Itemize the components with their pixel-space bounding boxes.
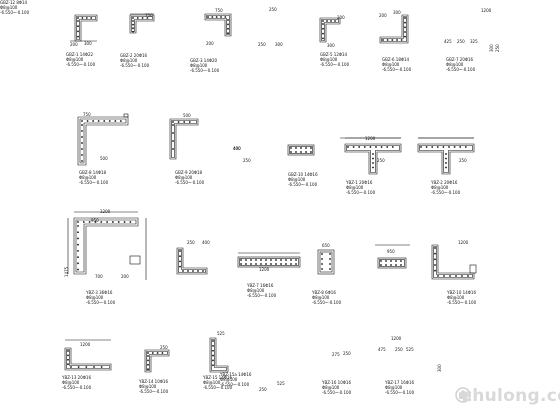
gbz7-vertical-dimension: 250 (495, 44, 500, 52)
ybz17-vertical-dimension: 300 (437, 364, 442, 372)
gbz1-label: GBZ-1 14Φ22 Φ8@100 -6.550~-0.100 (66, 52, 96, 67)
ybz5-section (176, 247, 208, 275)
gbz10-dimension: 400 (233, 146, 241, 151)
ybz15a-dimension: 525 (277, 381, 285, 386)
ybz14-dimension: 250 (160, 345, 168, 350)
gbz4-dimension: 300 (275, 42, 283, 47)
ybz14-section (144, 349, 170, 373)
ybz10-label: YBZ-10 14Φ16 Φ8@100 -6.550~-0.100 (447, 290, 477, 305)
gbz10-section (287, 144, 315, 156)
gbz8-dimension: 750 (83, 112, 91, 117)
ybz9-dimension: 950 (387, 249, 395, 254)
gbz7-dimension: 1200 (481, 8, 492, 13)
ybz3-section (73, 217, 139, 275)
watermark-text: zhulong.com (462, 386, 560, 406)
ybz15-label: YBZ-15 14Φ16 Φ8@100 -6.550~-0.100 (203, 375, 233, 390)
gbz8-label: GBZ-8 14Φ18 Φ8@100 -6.550~-0.100 (79, 170, 109, 185)
ybz15-section (209, 337, 229, 373)
ybz16-label: YBZ-16 10Φ16 Φ8@100 -6.550~-0.100 (322, 380, 352, 395)
gbz4-dimension: 250 (269, 7, 277, 12)
ybz3-vertical-dimension: 1475 (64, 266, 69, 277)
gbz3-section (204, 13, 232, 37)
ybz13-dimension: 1200 (80, 342, 91, 347)
gbz7-label: GBZ-7 20Φ16 Φ8@100 -6.550~-0.100 (446, 57, 476, 72)
ybz17-dimension: 525 (406, 347, 414, 352)
ybz9-section (377, 257, 407, 269)
gbz4-dimension: 250 (258, 42, 266, 47)
ybz2-dimension: 250 (459, 158, 467, 163)
gbz1-dimension: 200 (70, 42, 78, 47)
ybz3-dimension: 200 (121, 274, 129, 279)
ybz10-dimension: 1200 (458, 240, 469, 245)
ybz7-dimension: 1200 (259, 267, 270, 272)
gbz12-label: GBZ-12 8Φ14 Φ8@100 -6.550~-0.100 (0, 0, 30, 15)
gbz2-dimension: 750 (145, 13, 153, 18)
ybz1-dimension: 1200 (365, 136, 376, 141)
ybz1-section (344, 143, 402, 175)
gbz5-section (319, 17, 341, 43)
ybz7-section (237, 256, 301, 268)
ybz3-dimension: 700 (95, 274, 103, 279)
gbz9-dimension: 500 (183, 113, 191, 118)
ybz13-section (64, 347, 112, 371)
gbz2-label: GBZ-2 20Φ16 Φ8@100 -6.550~-0.100 (120, 53, 150, 68)
ybz8-label: YBZ-8 6Φ16 Φ8@100 -6.550~-0.100 (312, 290, 342, 305)
gbz6-label: GBZ-6 18Φ14 Φ8@100 -6.550~-0.100 (382, 57, 412, 72)
ybz17-label: YBZ-17 16Φ16 Φ8@100 -6.550~-0.100 (385, 380, 415, 395)
gbz3-dimension: 200 (206, 41, 214, 46)
gbz6-dimension: 300 (393, 10, 401, 15)
gbz7-dimension: 425 (444, 39, 452, 44)
ybz17-dimension: 250 (395, 347, 403, 352)
ybz3-label: YBZ-3 36Φ16 Φ8@100 -6.550~-0.100 (86, 290, 116, 305)
ybz14-label: YBZ-14 10Φ16 Φ8@100 -6.550~-0.100 (139, 379, 169, 394)
ybz2-label: YBZ-2 20Φ16 Φ8@100 -6.550~-0.100 (431, 180, 461, 195)
ybz1-dimension: 250 (377, 158, 385, 163)
gbz6-dimension: 200 (379, 13, 387, 18)
gbz3-label: GBZ-3 14Φ20 Φ8@100 -6.550~-0.100 (190, 58, 220, 73)
gbz9-section (169, 118, 199, 160)
note1-dimension: 250 (259, 387, 267, 392)
gbz1-dimension: 300 (84, 41, 92, 46)
ybz7-label: YBZ-7 16Φ16 Φ8@100 -6.550~-0.100 (247, 283, 277, 298)
ybz15-dimension: 525 (217, 331, 225, 336)
gbz7-dimension: 325 (470, 39, 478, 44)
ybz5-dimension: 400 (202, 240, 210, 245)
ybz13-label: YBZ-13 20Φ16 Φ8@100 -6.550~-0.100 (62, 375, 92, 390)
gbz2-section (129, 14, 155, 34)
gbz5-label: GBZ-5 12Φ14 Φ8@100 -6.550~-0.100 (320, 52, 350, 67)
ybz16-dimension: 250 (343, 351, 351, 356)
ybz1-label: YBZ-1 20Φ16 Φ8@100 -6.550~-0.100 (346, 180, 376, 195)
ybz15a-label: YBZ-15a 14Φ16 Φ8@100 -6.550~-0.100 (220, 372, 252, 387)
ybz16-dimension: 275 (332, 352, 340, 357)
watermark-logo-icon (455, 387, 471, 403)
gbz7-vertical-dimension: 300 (489, 44, 494, 52)
gbz5-dimension: 200 (337, 15, 345, 20)
gbz3-dimension: 750 (215, 8, 223, 13)
ybz8-dimension: 650 (322, 243, 330, 248)
gbz10-label: GBZ-10 14Φ16 Φ8@100 -6.550~-0.100 (288, 172, 318, 187)
ybz17-dimension: 1200 (391, 336, 402, 341)
ybz2-section (417, 143, 475, 175)
ybz17-dimension: 475 (378, 347, 386, 352)
gbz5-dimension: 300 (327, 43, 335, 48)
gbz6-section (379, 14, 409, 44)
ybz3-dimension: 950 (91, 218, 99, 223)
gbz8-dimension: 500 (100, 156, 108, 161)
ybz3-dimension: 1200 (100, 209, 111, 214)
ybz8-section (317, 249, 335, 275)
ybz5-dimension: 250 (187, 240, 195, 245)
gbz12-dimension: 400 (233, 146, 241, 151)
gbz10-dimension: 250 (243, 158, 251, 163)
gbz7-dimension: 250 (457, 39, 465, 44)
gbz9-label: GBZ-9 20Φ18 Φ8@100 -6.550~-0.100 (175, 170, 205, 185)
